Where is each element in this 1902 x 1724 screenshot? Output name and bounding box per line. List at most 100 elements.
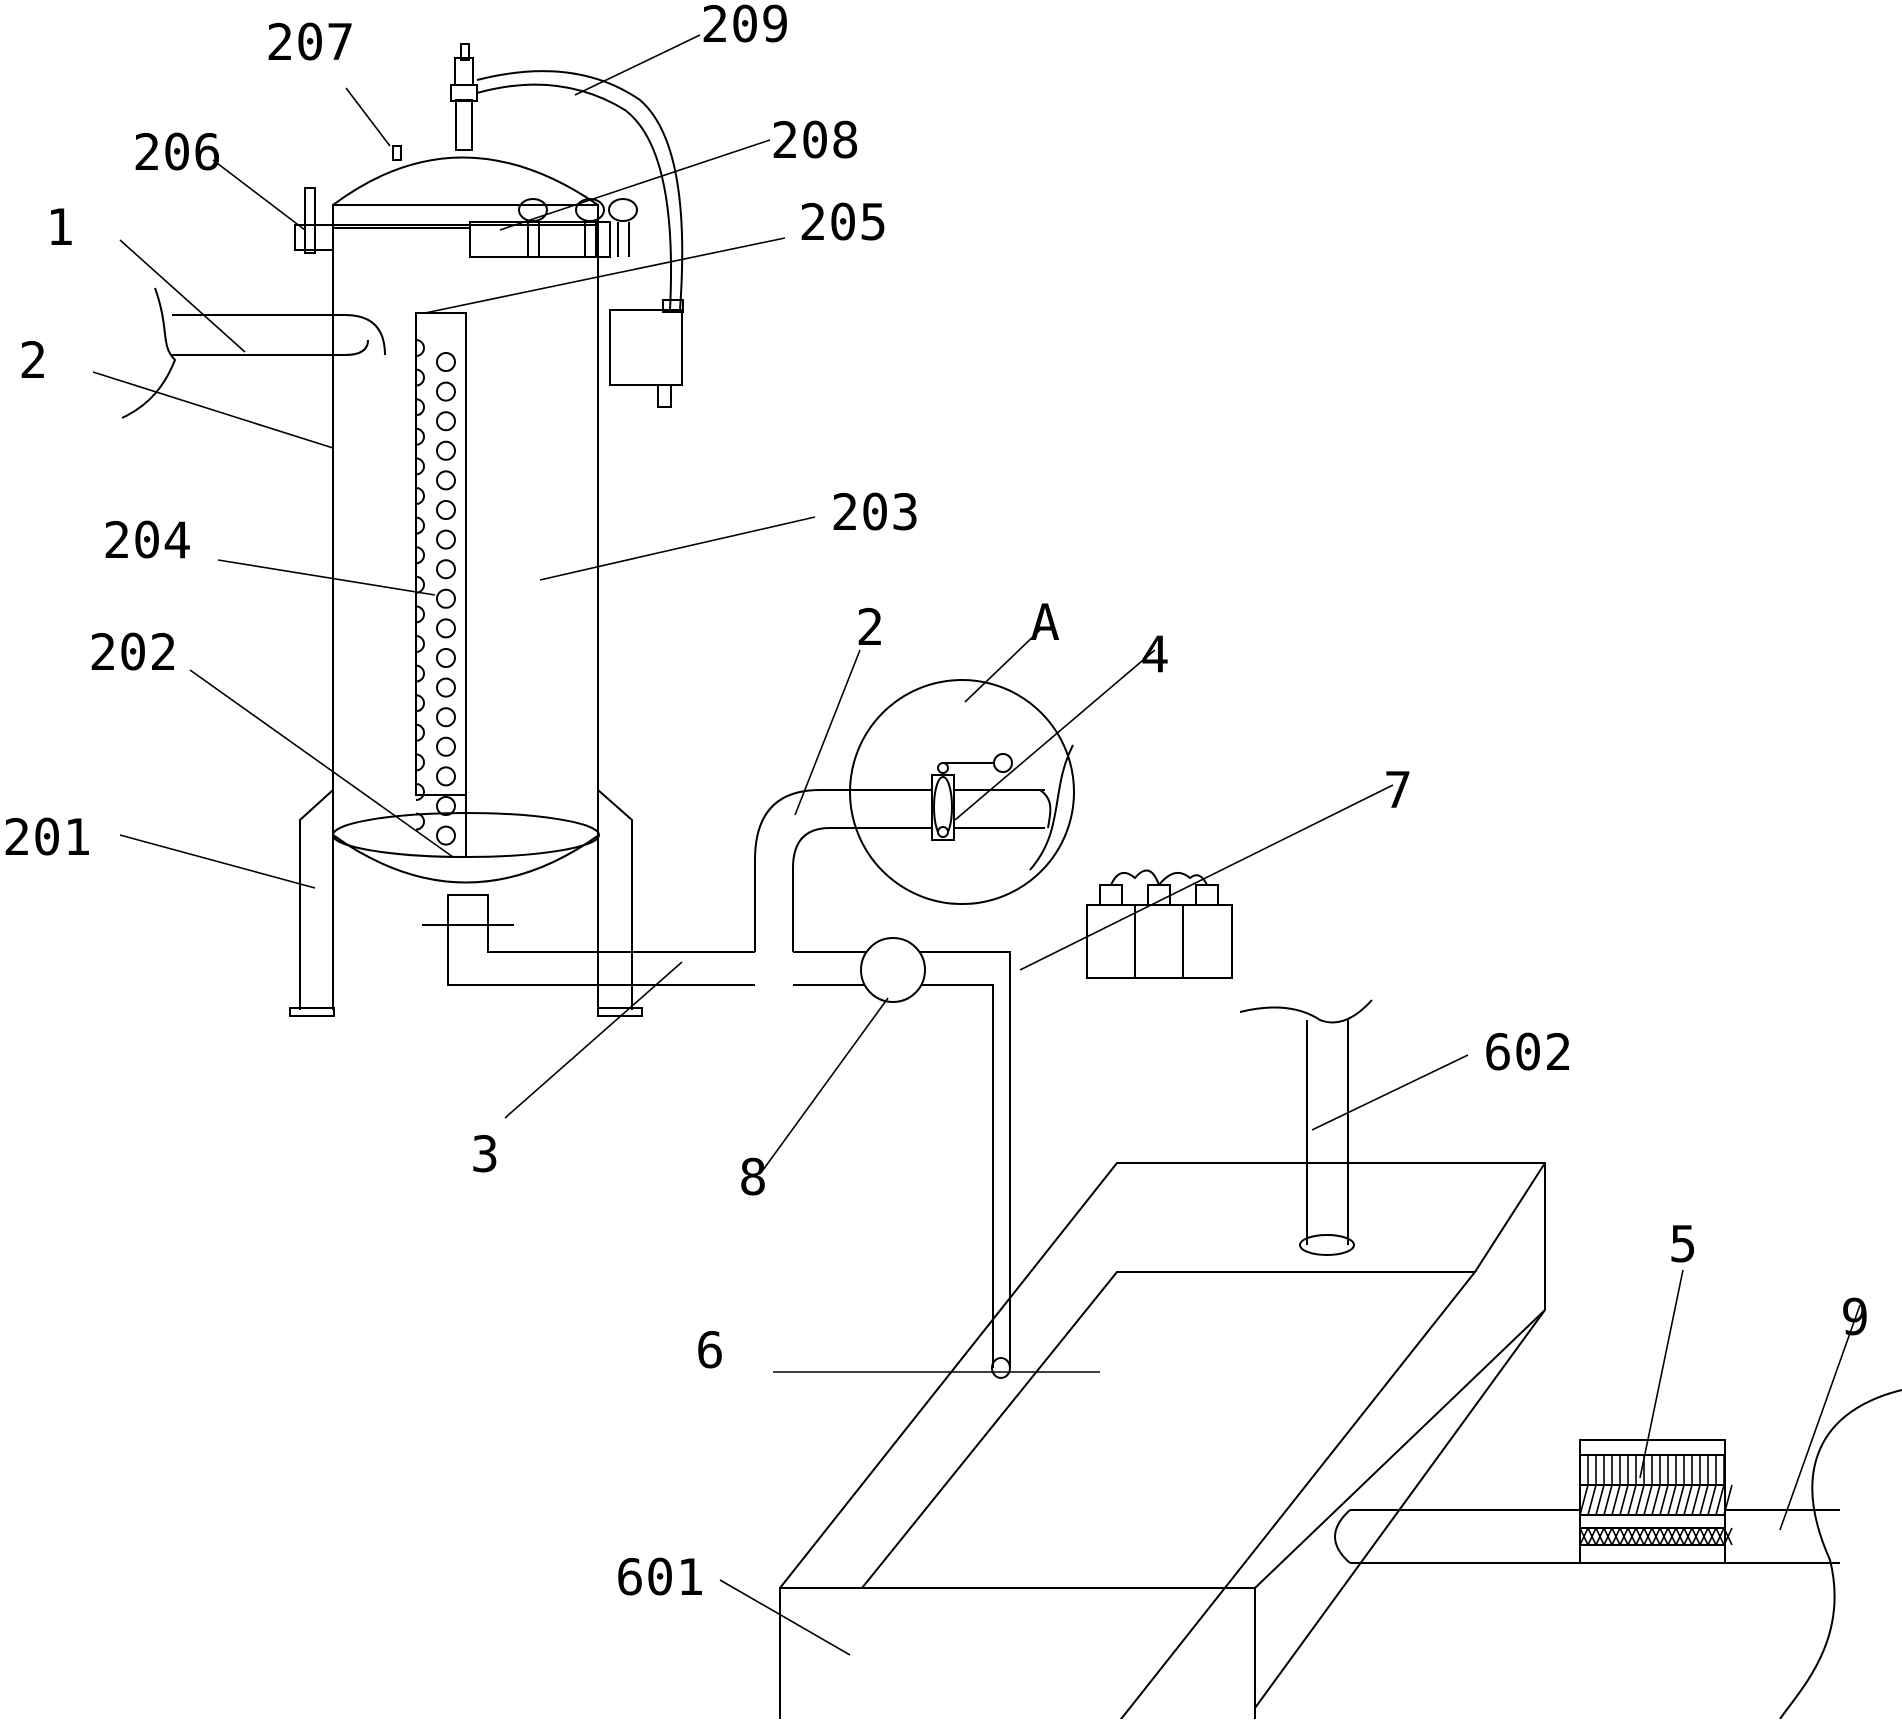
pipe-9 (1334, 1389, 1902, 1720)
label-205: 205 (798, 194, 888, 252)
filter-mesh (1699, 1527, 1709, 1546)
filter-hole (436, 707, 456, 728)
valve-stem-bottom (937, 826, 949, 838)
detail-break (1029, 744, 1074, 871)
filter-bump (415, 664, 425, 683)
filter-hole (436, 736, 456, 757)
hose-inner (476, 70, 684, 311)
clamp-ring-2 (575, 198, 605, 222)
filter-mesh (1715, 1527, 1725, 1546)
label-601: 601 (615, 1549, 705, 1607)
clamp-left-bolt (304, 187, 316, 254)
pipe-3-top (487, 925, 755, 953)
leg-left-outer (299, 789, 334, 1010)
vent-pipe (392, 145, 402, 161)
detail-circle-a (849, 679, 1075, 905)
filter-bump (415, 546, 425, 565)
label-8: 8 (738, 1149, 768, 1207)
filter-hole (436, 677, 456, 698)
filter-mesh (1667, 1527, 1677, 1546)
filter-tank (289, 156, 755, 1017)
lid-fittings (294, 43, 684, 408)
label-4: 4 (1140, 626, 1170, 684)
filter-hole (436, 529, 456, 550)
drain-outlet (447, 894, 489, 926)
filter-hatch (1611, 1484, 1621, 1516)
device-7 (1086, 869, 1233, 979)
label-203: 203 (830, 484, 920, 542)
label-6: 6 (695, 1322, 725, 1380)
filter-bump (415, 487, 425, 505)
filter-mesh (1723, 1527, 1733, 1546)
top-fitting (450, 84, 478, 102)
filter-hatch (1675, 1484, 1685, 1516)
label-1: 1 (45, 199, 75, 257)
filter-mesh (1635, 1527, 1645, 1546)
filter-bump (415, 605, 425, 624)
pipe-3-bottom (447, 925, 755, 986)
tank-6-corner-edge (1474, 1162, 1546, 1273)
valve-body (931, 774, 955, 841)
foot-left (289, 1007, 335, 1017)
filter-hatch (1667, 1484, 1677, 1516)
tank-6-inner (861, 1271, 1478, 1724)
device-7-wire-2 (1158, 871, 1208, 886)
filter-mesh (1603, 1527, 1613, 1546)
device-7-wire-1 (1110, 869, 1160, 886)
filter-hole (436, 440, 456, 461)
device-7-terminal-1 (1099, 884, 1123, 906)
filter-hole (436, 618, 456, 639)
bottom-bowl (332, 834, 600, 884)
filter-hole (436, 588, 456, 609)
filter-bump (415, 635, 425, 653)
tank-dome-lid (332, 156, 599, 206)
device-7-terminal-3 (1195, 884, 1219, 906)
filter-hole (436, 559, 456, 580)
label-207: 207 (265, 14, 355, 72)
pipe-9-break (1779, 1389, 1902, 1720)
clamp-ring-3 (608, 198, 638, 222)
top-stem (455, 99, 473, 151)
label-2-branch: 2 (855, 599, 885, 657)
filter-hatch (1603, 1484, 1613, 1516)
tank-6-front (779, 1587, 1256, 1724)
filter-mesh (1619, 1527, 1629, 1546)
filter-mesh (1643, 1527, 1653, 1546)
filter-hole (436, 825, 456, 846)
filter-mesh (1627, 1527, 1637, 1546)
filter-hatch (1595, 1484, 1605, 1516)
lid-flange (332, 204, 599, 226)
filter-bump (415, 694, 425, 713)
clamp-ring-1 (518, 198, 548, 222)
label-208: 208 (770, 112, 860, 170)
foot-right (597, 1007, 643, 1017)
branch-inner (792, 827, 1045, 952)
filter-mesh (1675, 1527, 1685, 1546)
label-3: 3 (470, 1126, 500, 1184)
leg-right-outer (597, 789, 633, 1010)
side-device (609, 309, 683, 386)
filter-mesh (1707, 1527, 1717, 1546)
valve-handle-knob (993, 753, 1013, 773)
labels: 207 209 206 208 1 205 2 203 204 202 2 A … (2, 0, 1870, 1607)
filter-hatch (1627, 1484, 1637, 1516)
hose-outer (476, 83, 673, 311)
filter-hatch (1651, 1484, 1661, 1516)
inlet-break-line (121, 287, 177, 419)
pump-line (793, 937, 1011, 1379)
filter-bump (415, 516, 425, 535)
label-2-top: 2 (18, 332, 48, 390)
branch-outer (754, 789, 1045, 952)
leader-lines (92, 34, 1861, 1656)
filter-bump (415, 368, 425, 387)
filter-holes (415, 339, 456, 846)
filter-bump (415, 427, 425, 446)
filter-bump (415, 812, 425, 831)
filter-mesh (1579, 1527, 1589, 1546)
down-pipe-end (991, 1357, 1011, 1379)
filter-hatch (1635, 1484, 1645, 1516)
filter-bump (415, 723, 425, 742)
filter-bump (415, 783, 425, 801)
filter-mesh (1595, 1527, 1605, 1546)
